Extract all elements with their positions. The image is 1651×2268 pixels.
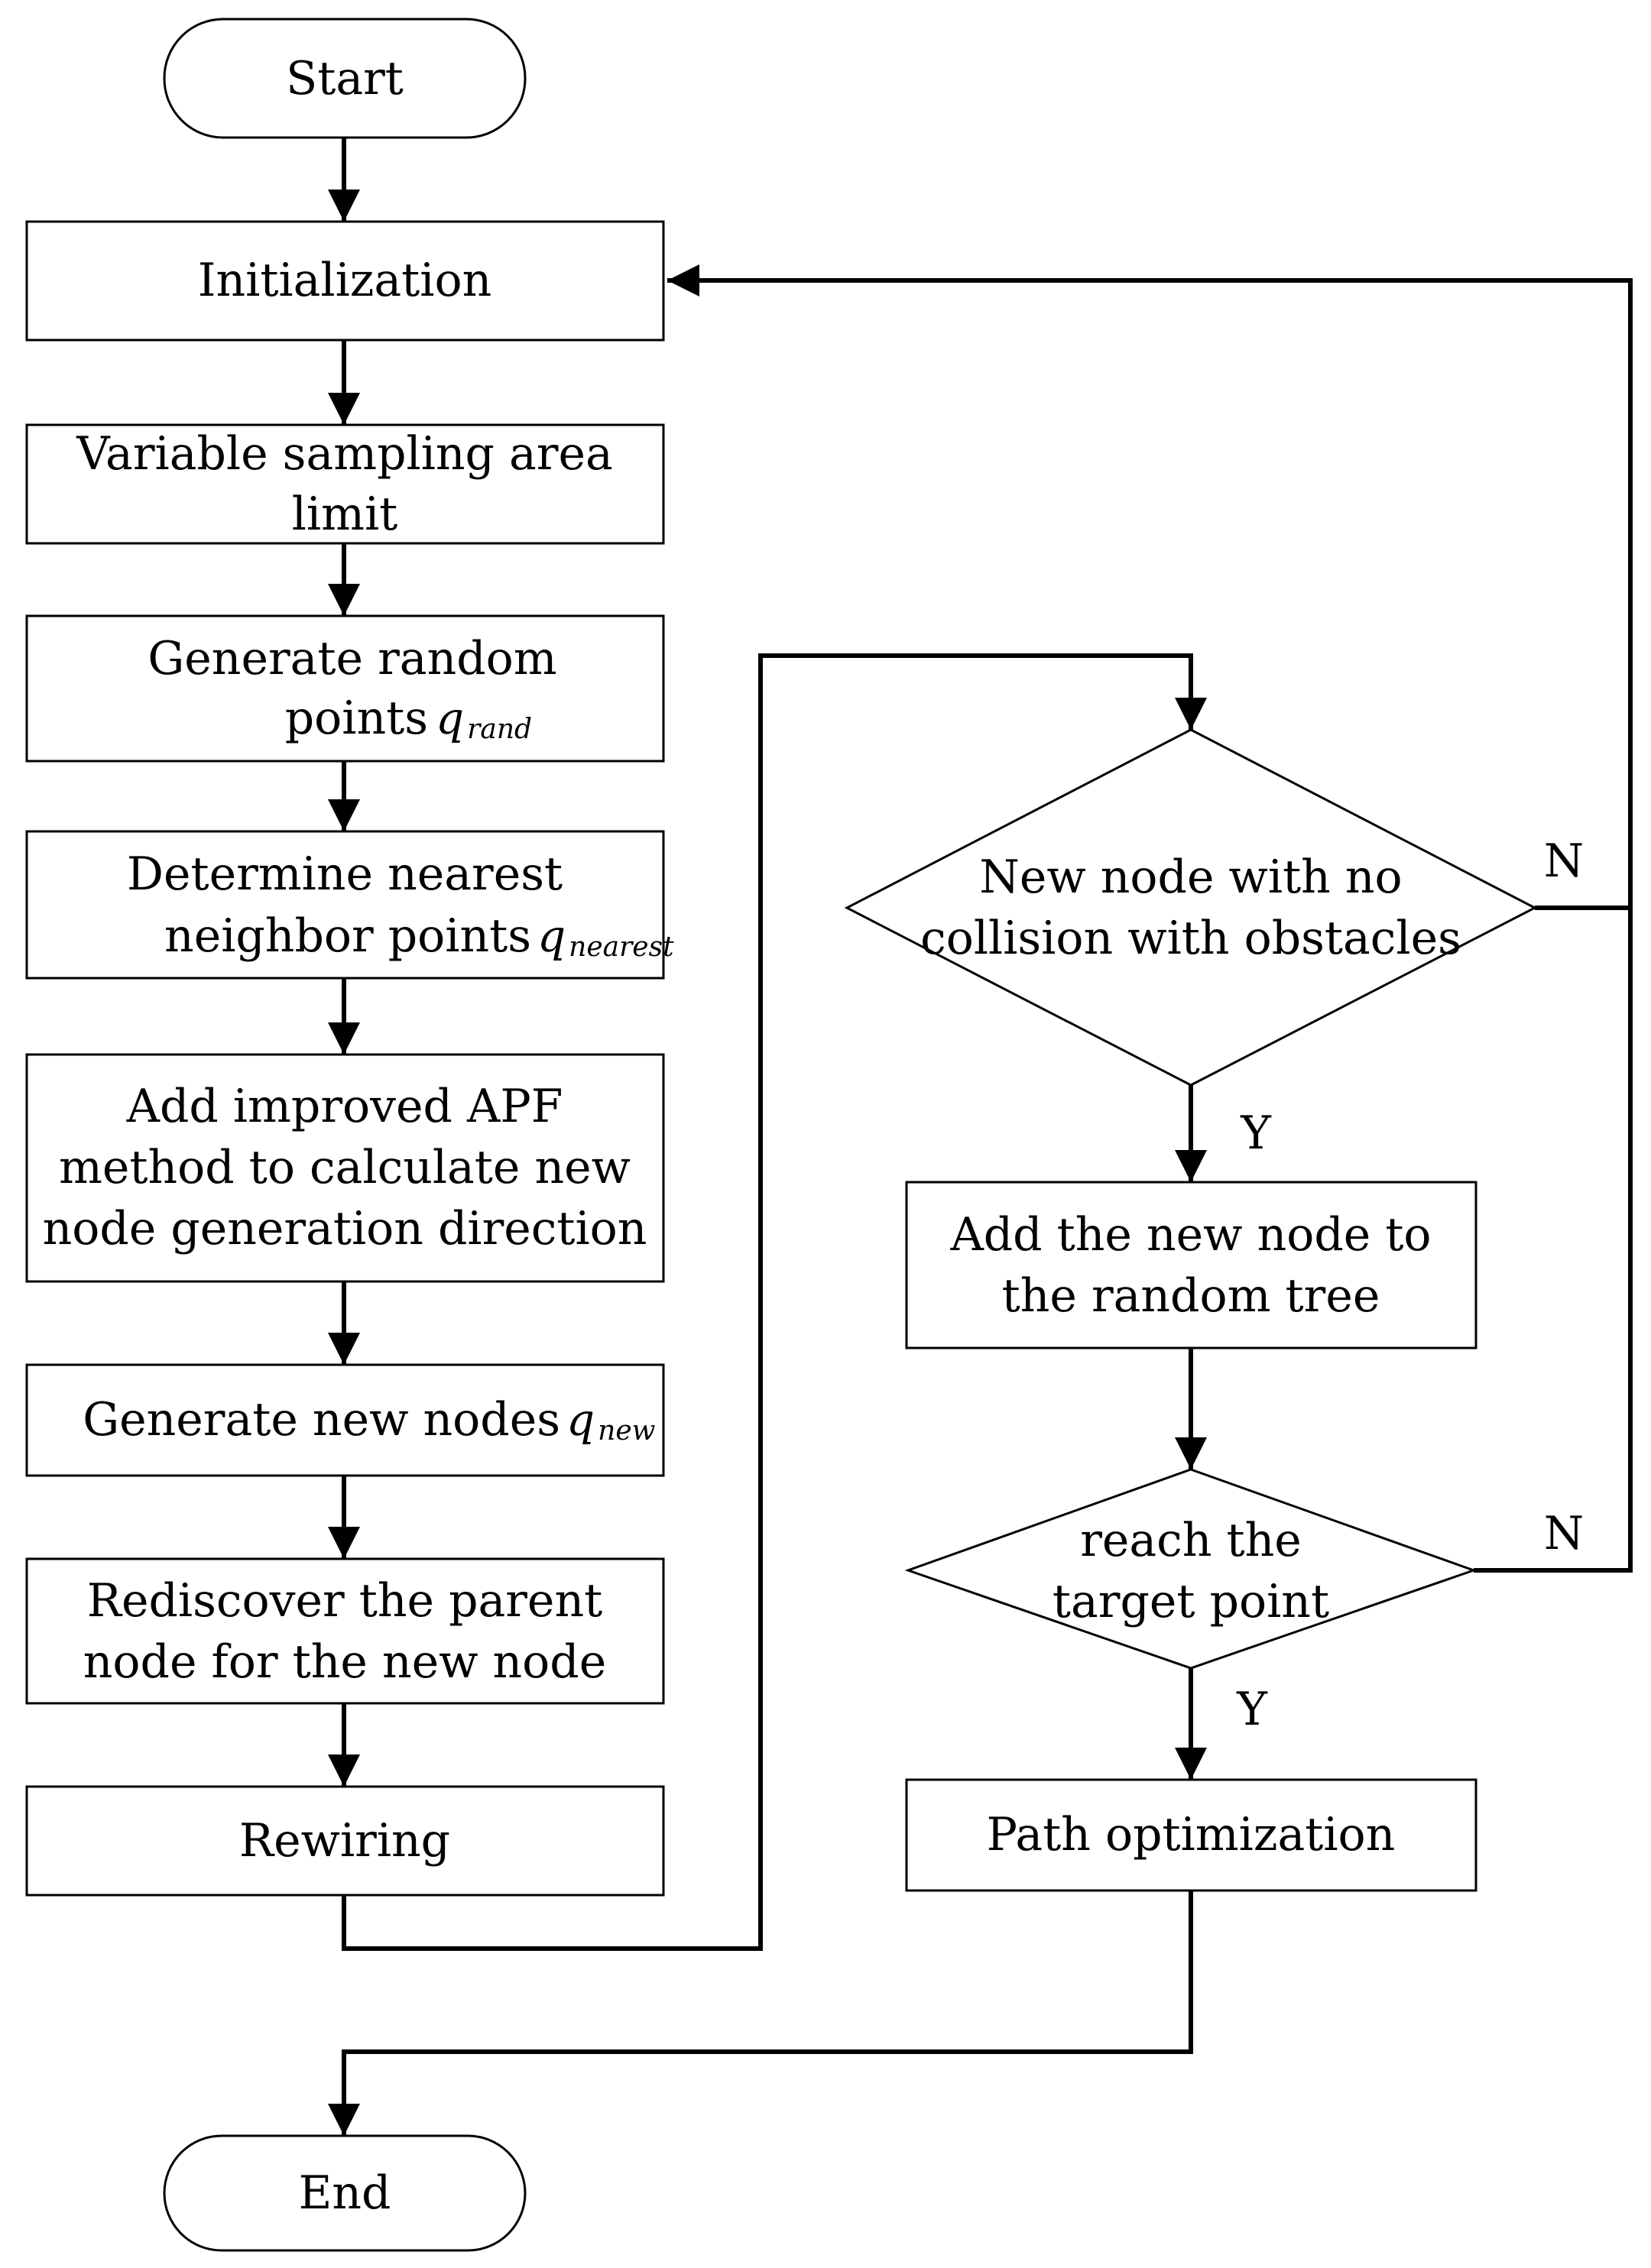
apf-label-line-2: method to calculate new bbox=[59, 1141, 631, 1194]
collision-decision: New node with no collision with obstacle… bbox=[844, 728, 1538, 1087]
add-tree-node: Add the new node to the random tree bbox=[905, 1181, 1477, 1349]
target-yes-label: Y bbox=[1236, 1683, 1268, 1736]
connectors bbox=[328, 138, 1633, 2136]
rewiring-node: Rewiring bbox=[25, 1785, 665, 1897]
target-label-line-1: reach the bbox=[1080, 1514, 1302, 1567]
arrow-path-opt-to-end bbox=[328, 1891, 1193, 2136]
target-label-line-2: target point bbox=[1053, 1575, 1329, 1628]
limit-label-line-1: Variable sampling area bbox=[76, 427, 613, 481]
arrow-rewiring-to-collision bbox=[342, 653, 1207, 1951]
collision-label-line-1: New node with no bbox=[979, 851, 1402, 904]
limit-label-line-2: limit bbox=[292, 488, 398, 541]
start-terminator bbox=[163, 18, 527, 139]
arrow-collision-no bbox=[667, 264, 1633, 910]
path-opt-node: Path optimization bbox=[905, 1778, 1477, 1892]
target-diamond bbox=[904, 1468, 1477, 1670]
init-label: Initialization bbox=[198, 254, 491, 307]
collision-diamond bbox=[844, 728, 1538, 1087]
random-box bbox=[25, 614, 665, 763]
parent-box bbox=[25, 1557, 665, 1705]
random-label-line-2: points bbox=[285, 692, 428, 745]
apf-label-line-1: Add improved APF bbox=[126, 1080, 563, 1133]
end-node: End bbox=[163, 2134, 527, 2252]
path-opt-label: Path optimization bbox=[987, 1808, 1396, 1861]
nearest-label-line-2: neighbor points bbox=[164, 909, 531, 963]
arrow-target-no bbox=[1474, 908, 1633, 1573]
nearest-box bbox=[25, 830, 665, 980]
end-terminator bbox=[163, 2134, 527, 2252]
limit-node: Variable sampling area limit bbox=[25, 423, 665, 545]
add-tree-box bbox=[905, 1181, 1477, 1349]
limit-box bbox=[25, 423, 665, 545]
apf-label-line-3: node generation direction bbox=[43, 1202, 647, 1256]
add-tree-label-line-2: the random tree bbox=[1002, 1269, 1380, 1323]
add-tree-label-line-1: Add the new node to bbox=[949, 1208, 1431, 1262]
collision-yes-label: Y bbox=[1240, 1106, 1272, 1160]
start-node: Start bbox=[163, 18, 527, 139]
collision-label-line-2: collision with obstacles bbox=[920, 912, 1461, 965]
new-nodes-box bbox=[25, 1363, 665, 1477]
collision-no-label: N bbox=[1544, 834, 1585, 888]
parent-node: Rediscover the parent node for the new n… bbox=[25, 1557, 665, 1705]
random-label-line-1: Generate random bbox=[148, 632, 556, 685]
rewiring-label: Rewiring bbox=[239, 1814, 450, 1868]
apf-box bbox=[25, 1053, 665, 1283]
target-decision: reach the target point bbox=[904, 1468, 1477, 1670]
start-label: Start bbox=[286, 52, 404, 105]
init-node: Initialization bbox=[25, 220, 665, 342]
init-box bbox=[25, 220, 665, 342]
end-label: End bbox=[299, 2166, 391, 2220]
parent-label-line-1: Rediscover the parent bbox=[87, 1574, 602, 1628]
path-opt-box bbox=[905, 1778, 1477, 1892]
target-no-label: N bbox=[1544, 1507, 1585, 1560]
parent-label-line-2: node for the new node bbox=[83, 1635, 606, 1689]
nearest-label-line-1: Determine nearest bbox=[127, 847, 563, 901]
rewiring-box bbox=[25, 1785, 665, 1897]
apf-node: Add improved APF method to calculate new… bbox=[25, 1053, 665, 1283]
new-nodes-label: Generate new nodes bbox=[83, 1393, 560, 1447]
